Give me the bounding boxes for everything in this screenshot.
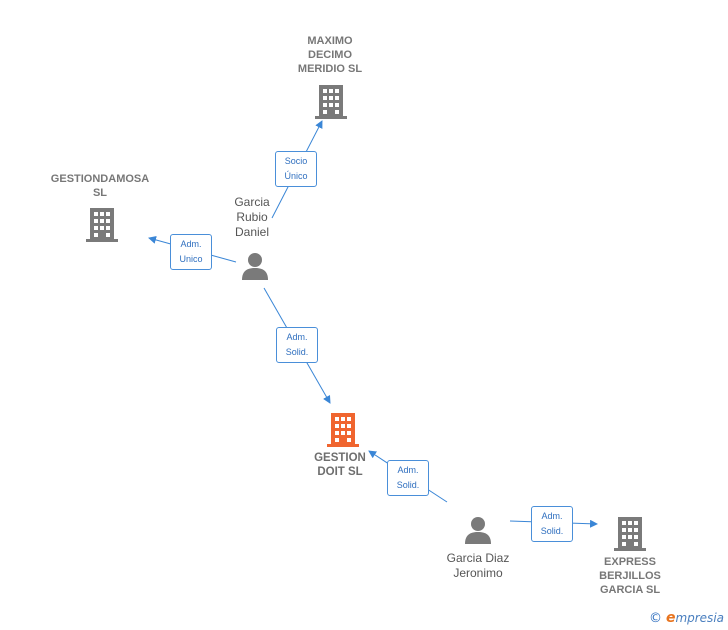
relation-label-line2: Solid. — [285, 347, 309, 357]
building-icon[interactable] — [614, 515, 646, 551]
building-icon[interactable] — [86, 206, 118, 242]
relation-label-line2: Solid. — [396, 480, 420, 490]
relation-label-adm-solid[interactable]: Adm. Solid. — [387, 460, 429, 496]
company-label-express: EXPRESS BERJILLOS GARCIA SL — [599, 556, 661, 596]
relation-label-line1: Socio — [284, 156, 308, 166]
brand-e-mark: e — [665, 610, 676, 626]
person-label-garcia-rubio: Garcia Rubio Daniel — [234, 195, 270, 239]
building-icon[interactable] — [327, 411, 359, 447]
person-icon[interactable] — [463, 515, 493, 545]
relation-label-line2: Único — [284, 171, 308, 181]
relation-label-line2: Solid. — [540, 526, 564, 536]
relation-label-line1: Adm. — [397, 465, 419, 475]
relation-label-line1: Adm. — [286, 332, 308, 342]
company-label-gestiondamosa: GESTIONDAMOSA SL — [50, 173, 150, 199]
brand-logo[interactable]: ©empresia — [649, 610, 724, 626]
relation-label-adm-unico[interactable]: Adm. Unico — [170, 234, 212, 270]
company-label-maximo: MAXIMO DECIMO MERIDIO SL — [297, 35, 363, 75]
brand-name: mpresia — [675, 611, 724, 625]
relation-label-socio-unico[interactable]: Socio Único — [275, 151, 317, 187]
relation-label-line1: Adm. — [180, 239, 202, 249]
building-icon[interactable] — [315, 83, 347, 119]
relation-label-adm-solid[interactable]: Adm. Solid. — [531, 506, 573, 542]
relation-label-line1: Adm. — [541, 511, 563, 521]
relation-label-adm-solid[interactable]: Adm. Solid. — [276, 327, 318, 363]
company-label-gestion-doit: GESTION DOIT SL — [314, 452, 366, 478]
relation-label-line2: Unico — [179, 254, 203, 264]
person-label-garcia-diaz: Garcia Diaz Jeronimo — [446, 551, 510, 580]
person-icon[interactable] — [240, 251, 270, 281]
copyright-icon: © — [648, 611, 662, 626]
